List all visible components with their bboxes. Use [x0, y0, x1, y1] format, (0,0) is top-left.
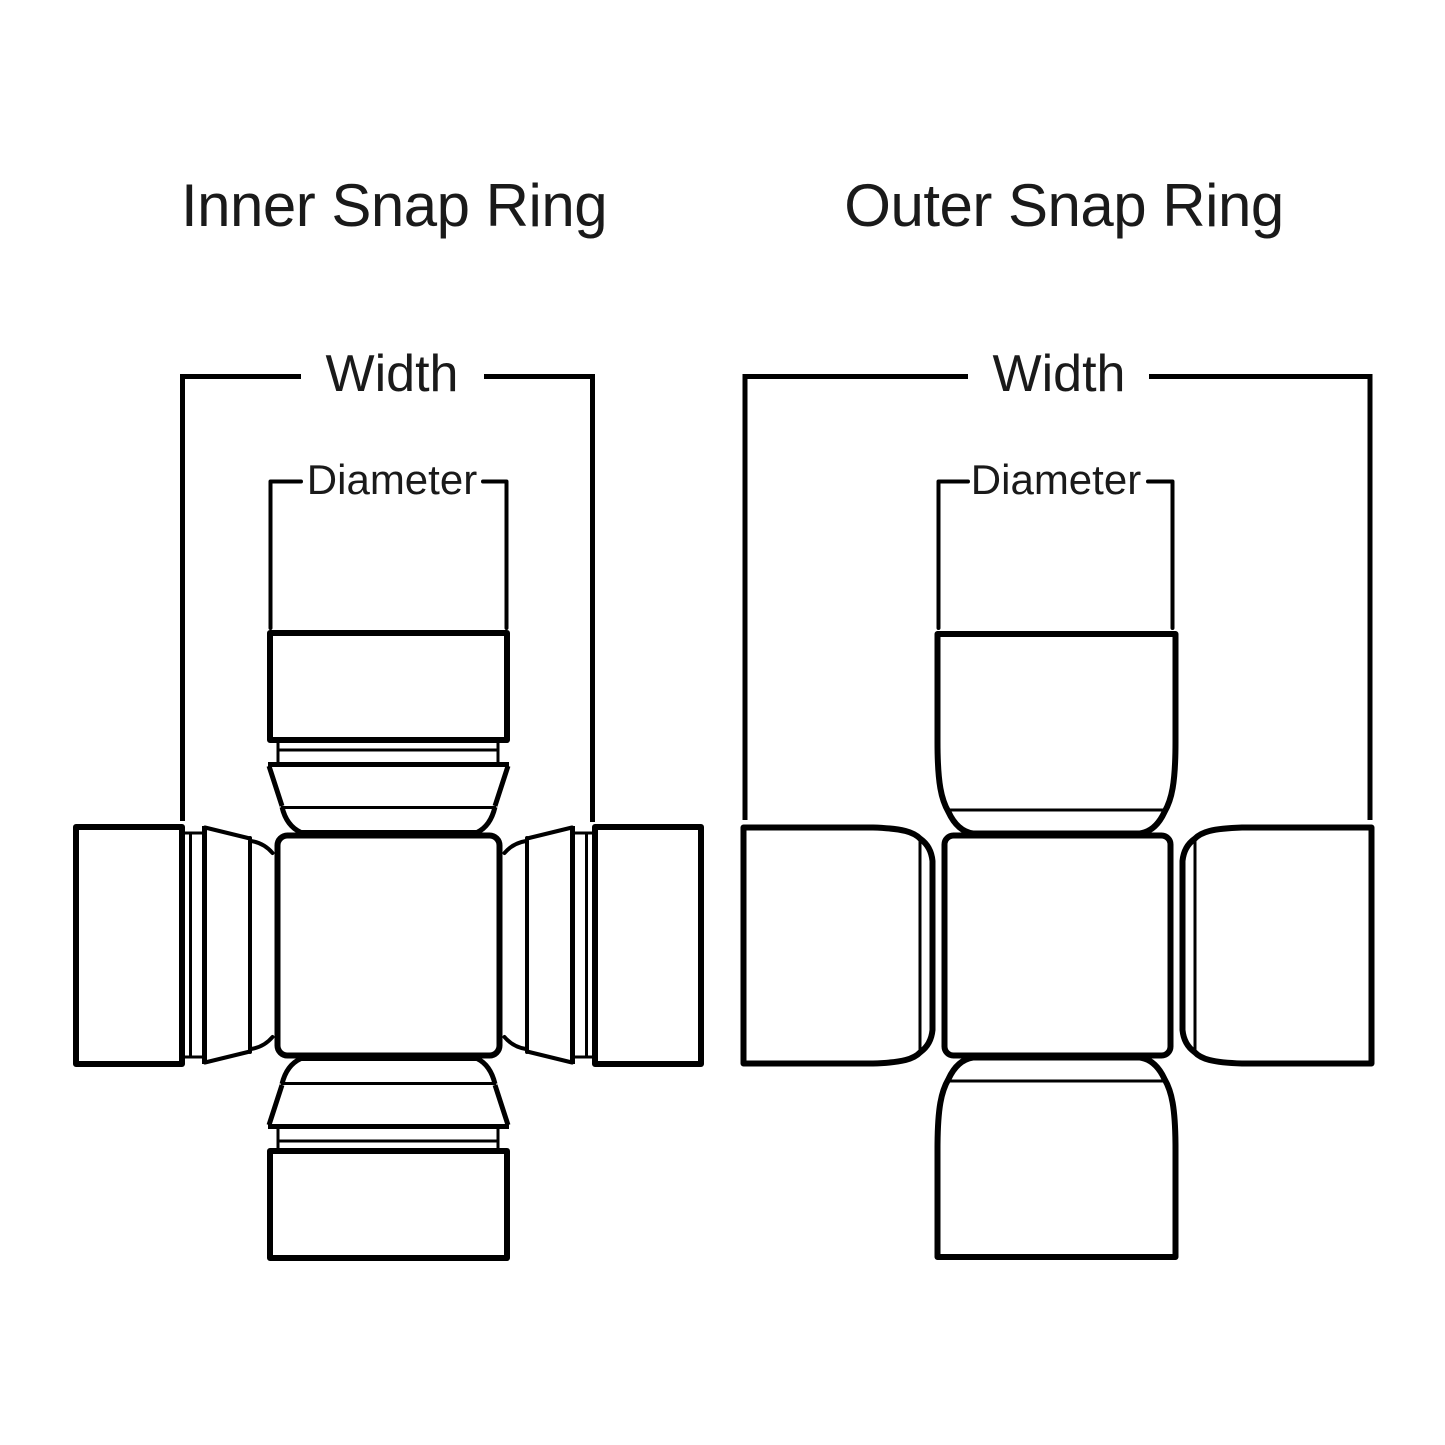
- snap-ring-groove: [182, 831, 204, 1059]
- outer-diameter-label: Diameter: [971, 456, 1141, 503]
- inner-width-dimension: Width: [180, 345, 595, 822]
- inner-right-bearing-cap: [502, 824, 704, 1067]
- outer-diameter-bracket-right: [1146, 479, 1175, 630]
- cap-body: [934, 631, 1179, 837]
- inner-bottom-bearing-cap: [266, 1056, 511, 1261]
- cap-body: [73, 824, 185, 1067]
- cap-body: [740, 824, 936, 1067]
- outer-top-bearing-cap: [934, 631, 1179, 837]
- seal-lip: [279, 806, 498, 835]
- outer-diameter-bracket-left: [936, 479, 970, 630]
- outer-width-dimension: Width: [742, 345, 1373, 820]
- outer-diameter-dimension: Diameter: [936, 456, 1175, 630]
- outer-snap-ring-diagram: Outer Snap Ring Width Diameter: [740, 172, 1375, 1260]
- inner-diameter-bracket-left: [268, 479, 303, 630]
- inner-diagram-title: Inner Snap Ring: [181, 172, 607, 239]
- inner-width-bracket-left: [180, 374, 301, 821]
- inner-top-bearing-cap: [266, 630, 511, 835]
- outer-bottom-bearing-cap: [934, 1054, 1179, 1260]
- outer-cross-body: [941, 832, 1174, 1059]
- seal-sides: [525, 825, 574, 1065]
- snap-ring-groove: [276, 1128, 500, 1151]
- outer-diagram-title: Outer Snap Ring: [844, 172, 1283, 239]
- cap-body: [267, 630, 510, 743]
- seal-lip: [279, 1056, 498, 1085]
- cap-body: [592, 824, 704, 1067]
- outer-left-bearing-cap: [740, 824, 936, 1067]
- inner-snap-ring-diagram: Inner Snap Ring Width Diameter: [73, 172, 704, 1261]
- outer-width-bracket-left: [742, 374, 968, 820]
- cap-body: [1179, 824, 1375, 1067]
- cap-body: [267, 1148, 510, 1261]
- seal-sides: [266, 765, 511, 807]
- inner-diameter-bracket-right: [481, 479, 509, 630]
- trunnion-fillets: [249, 839, 275, 1051]
- snap-ring-groove: [276, 740, 500, 763]
- snap-ring-groove: [573, 831, 595, 1059]
- outer-width-label: Width: [993, 345, 1126, 403]
- inner-diameter-label: Diameter: [307, 456, 477, 503]
- seal-sides: [266, 1084, 511, 1126]
- seal-sides: [203, 825, 252, 1065]
- inner-width-label: Width: [326, 345, 459, 403]
- outer-width-bracket-right: [1149, 374, 1373, 820]
- inner-left-bearing-cap: [73, 824, 275, 1067]
- cap-body: [934, 1054, 1179, 1260]
- outer-right-bearing-cap: [1179, 824, 1375, 1067]
- inner-width-bracket-right: [484, 374, 595, 822]
- inner-cross-body: [274, 832, 503, 1059]
- trunnion-fillets: [502, 839, 528, 1051]
- inner-diameter-dimension: Diameter: [268, 456, 509, 630]
